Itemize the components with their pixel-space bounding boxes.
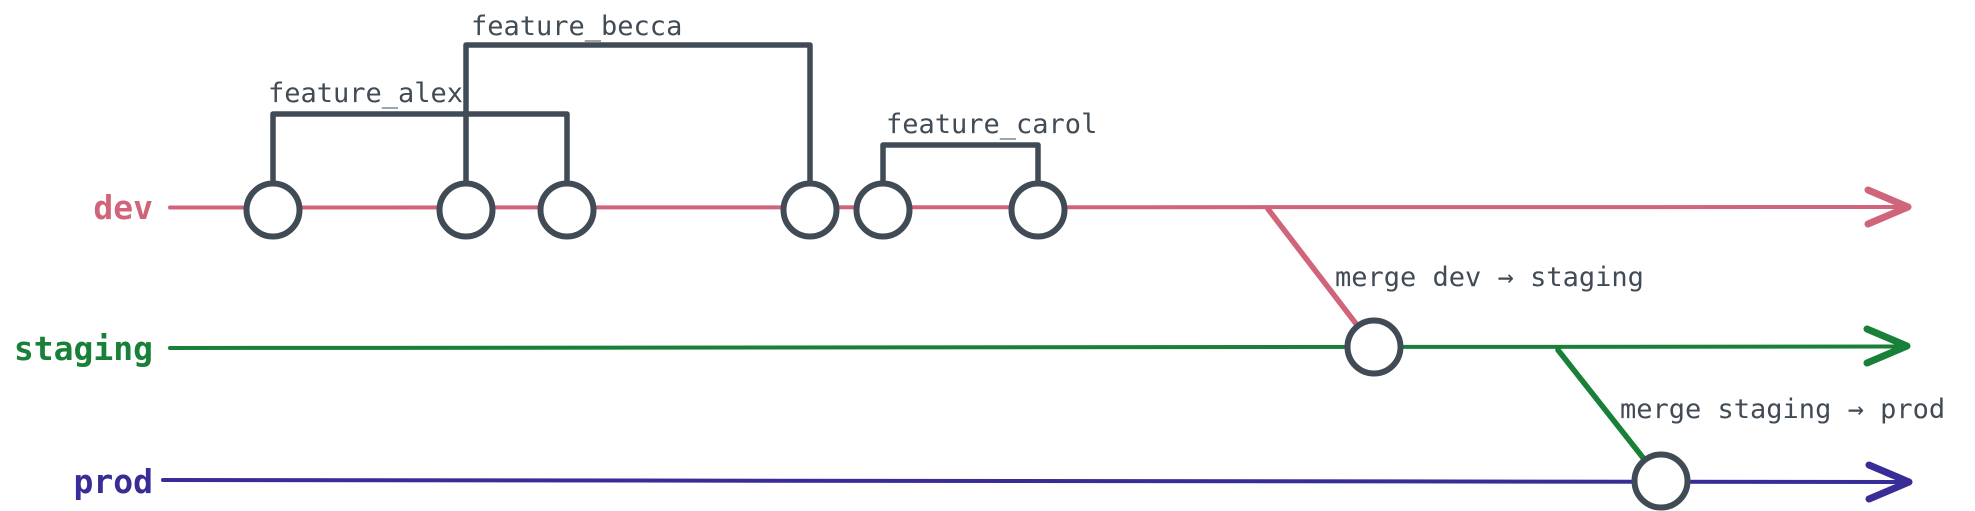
branch-label-staging: staging [14,329,153,368]
dev-arrowhead-icon [1864,186,1912,228]
prod-arrowhead-icon [1865,461,1913,503]
prod-branch-line [161,478,1900,484]
branch-staging: staging [14,325,1911,368]
feature-label-alex: feature_alex [268,78,463,109]
feature-label-carol: feature_carol [886,109,1097,140]
commit-node [436,180,496,240]
branch-dev: dev [93,186,1912,228]
merge-label-staging-prod: merge staging → prod [1620,394,1945,425]
staging-branch-line [168,344,1899,350]
staging-arrowhead-icon [1863,325,1911,367]
merge-edge-staging-prod [1555,347,1647,462]
commit-node [780,180,840,240]
merge-label-dev-staging: merge dev → staging [1335,262,1644,293]
branch-prod: prod [74,461,1913,503]
feature-bracket-carol [880,142,1041,187]
merge-commit-node-prod [1631,451,1691,511]
feature-bracket-becca [463,42,813,186]
feature-label-becca: feature_becca [471,11,682,42]
commit-node [1008,180,1068,240]
commit-node [853,180,913,240]
commit-node [243,180,303,240]
branch-label-prod: prod [74,462,153,501]
merge-commit-node-staging [1344,317,1404,377]
branch-label-dev: dev [93,188,153,227]
merge-edge-dev-staging [1265,206,1360,328]
feature-bracket-alex [270,111,570,186]
commit-node [537,180,597,240]
